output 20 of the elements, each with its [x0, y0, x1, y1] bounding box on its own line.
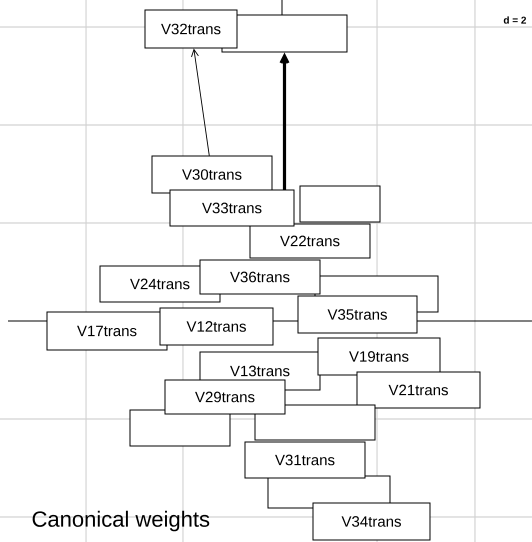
- arrow: [191, 48, 210, 156]
- label-box: V12trans: [160, 308, 274, 346]
- label-box: V21trans: [356, 372, 480, 408]
- label-box: [130, 410, 230, 446]
- label-box: V35trans: [298, 296, 418, 334]
- label-box: V33trans: [170, 190, 294, 226]
- label-box: V30trans: [152, 156, 272, 194]
- label-box: V19trans: [318, 338, 440, 376]
- label-box: V31trans: [244, 442, 366, 478]
- label-box: V29trans: [164, 380, 286, 414]
- label-box: V22trans: [250, 224, 370, 258]
- title: Canonical weights: [32, 510, 210, 532]
- label-box: V36trans: [200, 260, 320, 294]
- arrow: [280, 52, 290, 190]
- label-box: V34trans: [312, 502, 430, 540]
- label-box: [254, 404, 376, 440]
- scale-label: d = 2: [504, 16, 526, 24]
- label-box: V32trans: [144, 10, 238, 48]
- label-box: V17trans: [46, 312, 168, 350]
- label-box: [300, 186, 380, 222]
